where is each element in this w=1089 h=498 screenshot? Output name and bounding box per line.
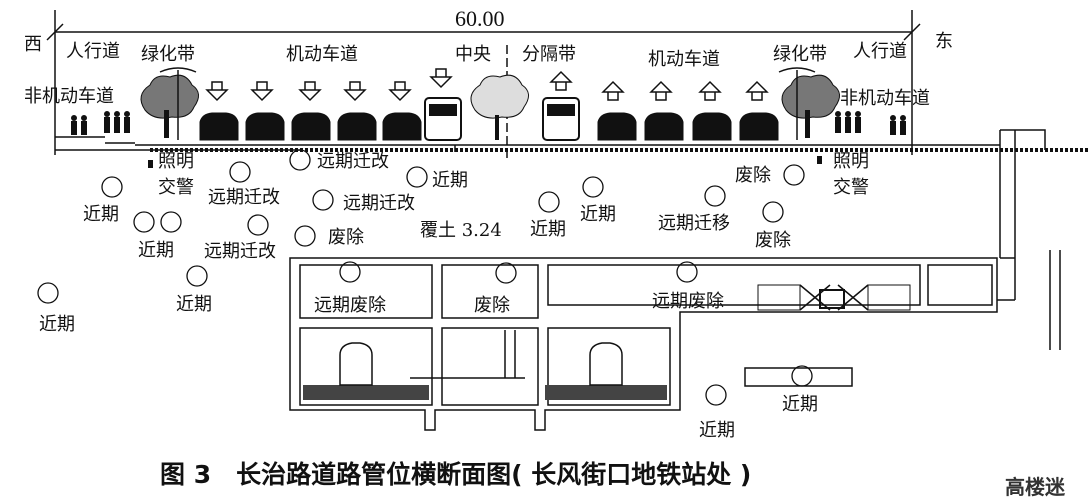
pipe-circle [704,185,726,207]
pipe-label: 近期 [699,420,735,441]
pipe-label: 远期迁移 [658,213,730,234]
divider-label: 分隔带 [522,44,576,65]
pipe-label: 远期废除 [652,291,724,312]
police-right-label: 交警 [833,177,869,198]
pipe-circle [339,261,361,283]
pipe-label: 废除 [328,227,364,248]
pipe-label: 近期 [432,170,468,191]
central-label: 中央 [455,44,491,65]
pipe-circle [783,164,805,186]
east-label: 东 [935,31,953,52]
pipe-circle [133,211,155,233]
pipe-label: 废除 [735,165,771,186]
pipe-circle [312,189,334,211]
utility-box [744,367,853,387]
tree-icon [140,67,840,140]
pipe-label: 近期 [138,240,174,261]
pipe-label: 远期迁改 [317,151,389,172]
pipe-circle [406,166,428,188]
pipe-label: 近期 [580,204,616,225]
pipe-label: 近期 [782,394,818,415]
nonmotor-left-label: 非机动车道 [24,86,114,107]
light-marker-left [148,160,153,168]
dimension-label: 60.00 [455,6,505,31]
pipe-label: 远期迁改 [204,241,276,262]
police-left-label: 交警 [158,177,194,198]
pipe-circle [101,176,123,198]
car-icon [199,112,779,141]
green-left-label: 绿化带 [141,44,195,65]
pipe-circle [582,176,604,198]
pipe-circle [229,161,251,183]
pipe-label: 废除 [755,230,791,251]
pipe-circle [294,225,316,247]
pipe-circle [791,365,813,387]
pipe-label: 远期迁改 [208,187,280,208]
pipe-label: 近期 [83,204,119,225]
pedestrian-icon [71,111,906,135]
pipe-label: 近期 [39,314,75,335]
pipe-circle [247,214,269,236]
pipe-circles [37,149,813,406]
subway-station-structure [289,129,1061,431]
figure-caption: 图 3 长治路道路管位横断面图( 长风街口地铁站处 ) [160,460,751,489]
pipe-label: 远期废除 [314,295,386,316]
pipe-label: 远期迁改 [343,193,415,214]
pipe-circle [495,262,517,284]
nonmotor-right-label: 非机动车道 [840,88,930,109]
light-left-label: 照明 [158,151,194,172]
green-right-label: 绿化带 [773,44,827,65]
bus-icon [424,97,580,141]
down-arrow-icon [205,68,453,102]
sidewalk-left-label: 人行道 [66,41,120,62]
west-label: 西 [24,34,42,55]
ground-surface [55,136,1089,152]
pipe-circle [676,261,698,283]
watermark-logo: 高楼迷 [1005,475,1066,498]
cover-depth-label: 覆土 3.24 [420,220,502,241]
pipe-circle [289,149,311,171]
pipe-label: 近期 [530,219,566,240]
light-right-label: 照明 [833,151,869,172]
pipe-circle [762,201,784,223]
light-marker-right [817,156,822,164]
pipe-circle [37,282,59,304]
pipe-label: 废除 [474,295,510,316]
pipe-circle [705,384,727,406]
motor-left-label: 机动车道 [286,44,358,65]
motor-right-label: 机动车道 [648,49,720,70]
pipe-label: 近期 [176,294,212,315]
dimension-line [46,10,921,155]
pipe-circle [186,265,208,287]
pipe-circle [538,191,560,213]
sidewalk-right-label: 人行道 [853,41,907,62]
up-arrow-icon [549,70,769,101]
pipe-circle [160,211,182,233]
